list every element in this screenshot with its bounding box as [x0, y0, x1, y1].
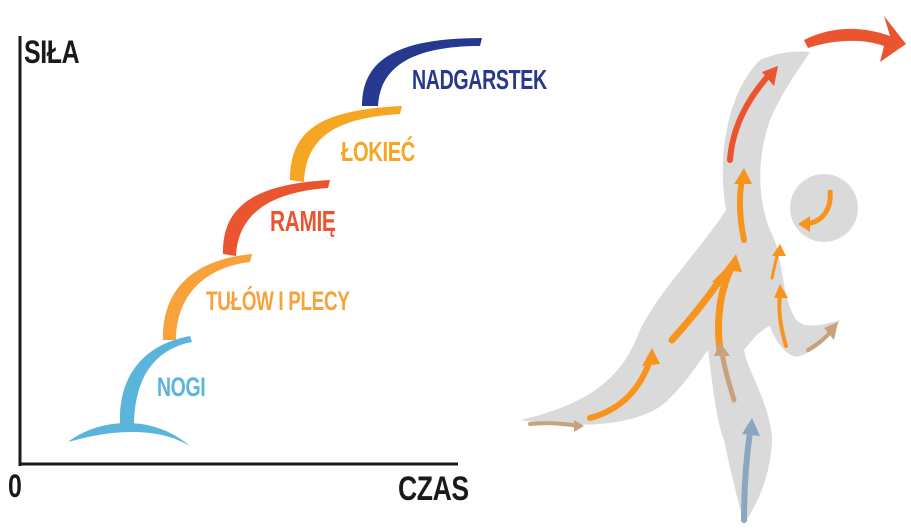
- stage-label-tulow: TUŁÓW I PLECY: [206, 286, 350, 316]
- flow-arrow-back-leg: [777, 292, 788, 348]
- flow-arrow-torso-tip: [724, 254, 742, 272]
- stage-arc-lokiec: [290, 106, 402, 182]
- flow-arrow-shin: [741, 429, 753, 523]
- release-arrow-icon: [804, 16, 906, 62]
- flow-arrows: [528, 66, 838, 523]
- stage-arc-nadgarstek: [362, 38, 482, 106]
- stage-stem-nogi: [119, 336, 192, 426]
- figure-silhouette: [520, 51, 840, 525]
- stage-arc-nogi: [68, 422, 190, 446]
- flow-arrow-leg-left-tip: [574, 420, 584, 432]
- flow-arrow-leg-left-2: [587, 357, 653, 421]
- flow-arrow-back-leg-tip: [774, 284, 788, 298]
- flow-arrow-torso: [715, 262, 736, 354]
- flow-arrow-hip: [668, 276, 724, 344]
- flow-arrow-leg-left-2-tip: [642, 348, 660, 366]
- stage-arc-tulow: [162, 254, 252, 340]
- stage-label-nadgarstek: NADGARSTEK: [412, 64, 547, 95]
- throwing-figure-icon: [520, 16, 906, 525]
- y-axis-label: SIŁA: [24, 34, 80, 70]
- flow-arrow-arm: [727, 71, 773, 163]
- flow-arrow-chest: [736, 177, 747, 243]
- x-axis-label: CZAS: [398, 470, 469, 508]
- flow-arrow-side-tip: [772, 244, 786, 256]
- stage-label-lokiec: ŁOKIEĆ: [341, 136, 416, 167]
- head-arrow-tip: [798, 216, 810, 232]
- stage-label-ramie: RAMIĘ: [270, 206, 336, 238]
- axis-origin-label: 0: [8, 468, 22, 504]
- stage-arc-ramie: [222, 180, 330, 256]
- stage-label-nogi: NOGI: [157, 372, 206, 402]
- flow-arrow-hand-tip: [824, 322, 838, 340]
- figure-head: [790, 174, 858, 242]
- flow-arrow-shin-tip: [742, 418, 760, 436]
- flow-arrow-leg-left: [528, 421, 582, 428]
- flow-arrow-arm-tip: [762, 66, 778, 86]
- flow-arrow-knee-tip: [714, 342, 730, 356]
- flow-arrow-chest-tip: [734, 168, 752, 184]
